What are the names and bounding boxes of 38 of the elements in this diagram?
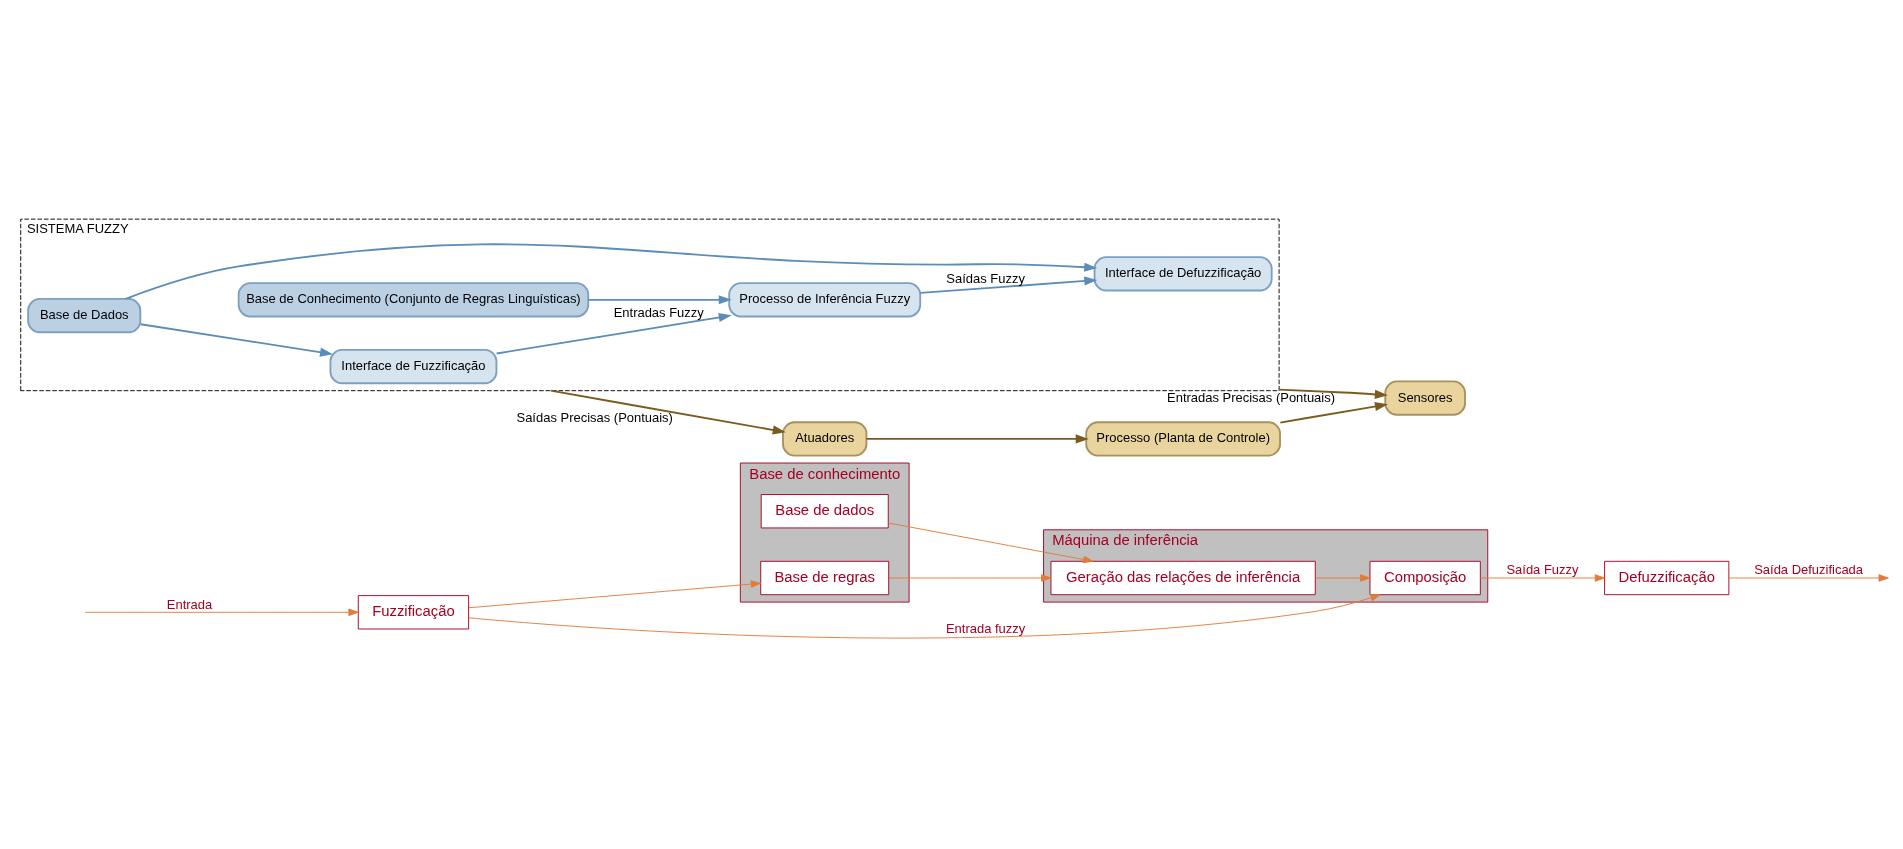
arrow bbox=[495, 312, 732, 354]
edge-label: Entrada fuzzy bbox=[945, 620, 1026, 636]
arrow bbox=[1728, 573, 1889, 582]
node-box: Base de Conhecimento (Conjunto de Regras Linguísticas) bbox=[237, 281, 590, 317]
node-box: Composição bbox=[1369, 560, 1481, 595]
node-box: Sensores bbox=[1384, 380, 1466, 416]
node-box: Base de dados bbox=[760, 493, 889, 528]
edge-label: Saída Fuzzy bbox=[1506, 561, 1579, 577]
arrow bbox=[84, 608, 359, 616]
arrow bbox=[468, 579, 761, 608]
arrow bbox=[865, 433, 1089, 443]
arrow bbox=[888, 573, 1052, 582]
node-box: Interface de Fuzzificação bbox=[329, 348, 498, 384]
node-box: Fuzzificação bbox=[357, 594, 470, 629]
node-box: Processo (Planta de Controle) bbox=[1085, 420, 1281, 457]
edge-label: Saída Defuzificada bbox=[1754, 561, 1864, 577]
arrow bbox=[549, 389, 786, 434]
arrow bbox=[1480, 573, 1605, 582]
edge-label: Entrada bbox=[166, 596, 213, 612]
node-box: Base de regras bbox=[760, 560, 890, 595]
arrow bbox=[1314, 573, 1371, 582]
node-box: Interface de Defuzzificação bbox=[1093, 255, 1273, 291]
node-box: Defuzzificação bbox=[1604, 560, 1730, 595]
edge-label: Entradas Fuzzy bbox=[613, 304, 704, 320]
node-box: Atuadores bbox=[782, 420, 868, 457]
arrow bbox=[139, 322, 334, 357]
edge-label: Saídas Fuzzy bbox=[946, 270, 1025, 286]
arrow bbox=[587, 294, 732, 304]
arrow bbox=[919, 275, 1098, 294]
arrow bbox=[124, 242, 1098, 300]
arrow bbox=[1279, 401, 1388, 423]
edge-label: Saídas Precisas (Pontuais) bbox=[516, 409, 673, 425]
arrow bbox=[468, 593, 1381, 639]
node-box: Geração das relações de inferência bbox=[1050, 560, 1316, 595]
arrow bbox=[1278, 388, 1388, 399]
edge-label: Entradas Precisas (Pontuais) bbox=[1167, 389, 1336, 405]
node-box: Base de Dados bbox=[27, 297, 142, 333]
node-box: Processo de Inferência Fuzzy bbox=[728, 281, 922, 317]
